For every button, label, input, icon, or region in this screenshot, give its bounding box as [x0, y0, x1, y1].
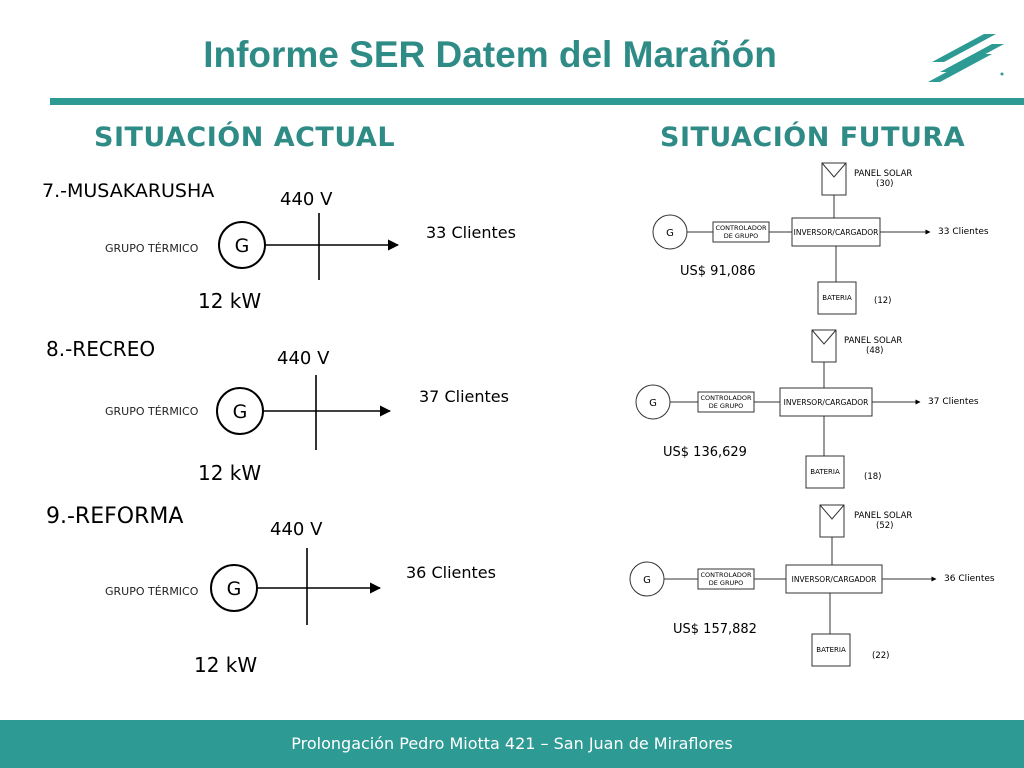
battery-count: (12) [874, 296, 891, 306]
section-title-actual: SITUACIÓN ACTUAL [94, 122, 396, 153]
voltage-label: 440 V [270, 519, 323, 540]
voltage-label: 440 V [277, 348, 330, 369]
panel-label: PANEL SOLAR [854, 169, 912, 179]
power-label: 12 kW [194, 653, 257, 677]
clients-label: 36 Clientes [944, 574, 995, 584]
clients-label: 37 Clientes [419, 387, 509, 406]
stripes-logo-icon [928, 34, 1004, 82]
voltage-label: 440 V [280, 189, 333, 210]
controller-label-line2: DE GRUPO [709, 402, 744, 410]
generator-label: G [649, 398, 657, 409]
inverter-box [785, 564, 883, 594]
battery-box [817, 281, 857, 315]
solar-panel-mark [819, 504, 845, 520]
inverter-label: INVERSOR/CARGADOR [794, 228, 879, 237]
controller-label-line1: CONTROLADOR [701, 571, 752, 579]
generator-label: G [233, 401, 248, 423]
clients-label: 33 Clientes [426, 223, 516, 242]
site-name: 8.-RECREO [46, 337, 155, 361]
solar-panel-mark [811, 329, 837, 345]
generator-label: G [227, 578, 242, 600]
cost-label: US$ 91,086 [680, 264, 756, 279]
panel-count: (52) [876, 521, 893, 531]
site-name: 9.-REFORMA [46, 504, 183, 529]
inverter-box [779, 387, 873, 417]
panel-label: PANEL SOLAR [844, 336, 902, 346]
controller-label-line2: DE GRUPO [724, 232, 759, 240]
panel-count: (48) [866, 346, 883, 356]
title-divider [50, 98, 1024, 105]
site-name: 7.-MUSAKARUSHA [42, 180, 214, 202]
battery-count: (22) [872, 651, 889, 661]
footer-address: Prolongación Pedro Miotta 421 – San Juan… [291, 734, 733, 753]
battery-box [811, 633, 851, 667]
section-title-futura: SITUACIÓN FUTURA [660, 122, 966, 153]
source-label: GRUPO TÉRMICO [105, 405, 199, 418]
generator-label: G [235, 235, 250, 257]
solar-panel-mark [821, 162, 847, 178]
cost-label: US$ 157,882 [673, 622, 757, 637]
clients-label: 36 Clientes [406, 563, 496, 582]
clients-label: 37 Clientes [928, 397, 979, 407]
footer-bar: Prolongación Pedro Miotta 421 – San Juan… [0, 720, 1024, 768]
battery-label: BATERIA [816, 646, 846, 654]
power-label: 12 kW [198, 289, 261, 313]
panel-label: PANEL SOLAR [854, 511, 912, 521]
generator-label: G [643, 575, 651, 586]
panel-count: (30) [876, 179, 893, 189]
comparison-diagram: 7.-MUSAKARUSHA GRUPO TÉRMICO G 440 V 33 Clie… [42, 162, 995, 677]
generator-label: G [666, 228, 674, 239]
inverter-label: INVERSOR/CARGADOR [784, 398, 869, 407]
battery-label: BATERIA [810, 468, 840, 476]
clients-label: 33 Clientes [938, 227, 989, 237]
inverter-box [791, 217, 881, 247]
battery-box [805, 455, 845, 489]
battery-count: (18) [864, 472, 881, 482]
controller-label-line1: CONTROLADOR [716, 224, 767, 232]
controller-label-line2: DE GRUPO [709, 579, 744, 587]
battery-label: BATERIA [822, 294, 852, 302]
source-label: GRUPO TÉRMICO [105, 585, 199, 598]
power-label: 12 kW [198, 461, 261, 485]
inverter-label: INVERSOR/CARGADOR [792, 575, 877, 584]
page-title: Informe SER Datem del Marañón [203, 34, 777, 75]
controller-label-line1: CONTROLADOR [701, 394, 752, 402]
source-label: GRUPO TÉRMICO [105, 242, 199, 255]
cost-label: US$ 136,629 [663, 445, 747, 460]
